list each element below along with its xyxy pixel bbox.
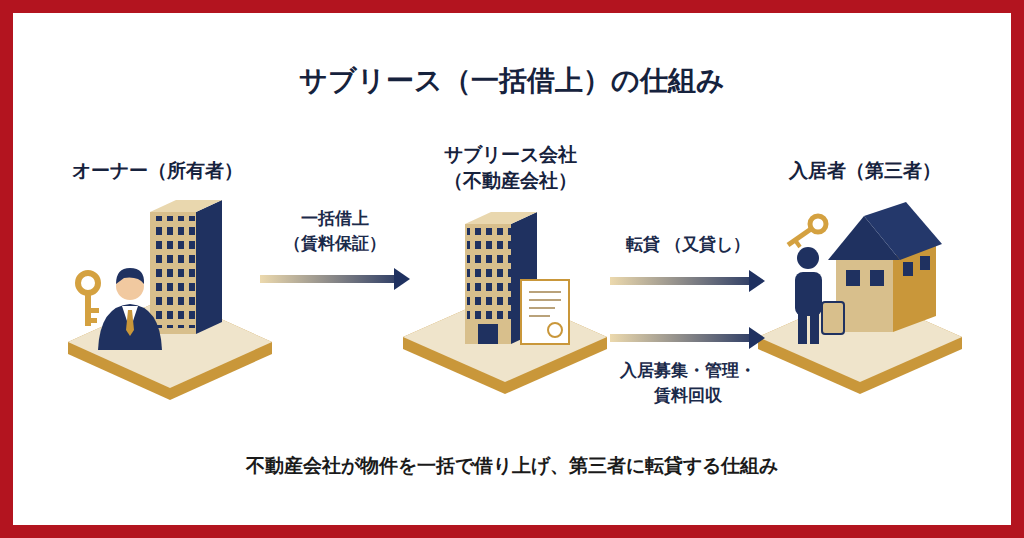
node-heading: オーナー（所有者） — [58, 158, 258, 184]
owner-illustration — [68, 200, 272, 400]
edge-label: 一括借上 （賃料保証） — [254, 206, 416, 255]
edge-label: 転貸 （又貸し） — [607, 232, 769, 257]
node-heading: 入居者（第三者） — [768, 158, 963, 184]
edge-label: 入居募集・管理・ 賃料回収 — [607, 358, 769, 407]
diagram-title: サブリース（一括借上）の仕組み — [299, 62, 725, 100]
flow-arrow — [260, 268, 410, 290]
actor-node: サブリース会社 （不動産会社） — [410, 142, 610, 408]
flow-arrow — [610, 270, 765, 292]
node-heading: サブリース会社 （不動産会社） — [425, 142, 595, 193]
flow-arrow — [610, 327, 765, 349]
diagram-caption: 不動産会社が物件を一括で借り上げ、第三者に転貸する仕組み — [246, 453, 778, 479]
company-illustration — [403, 212, 607, 394]
tenant-illustration — [758, 202, 962, 394]
actor-node: 入居者（第三者） — [765, 158, 965, 408]
actor-node: オーナー（所有者） — [55, 158, 260, 408]
